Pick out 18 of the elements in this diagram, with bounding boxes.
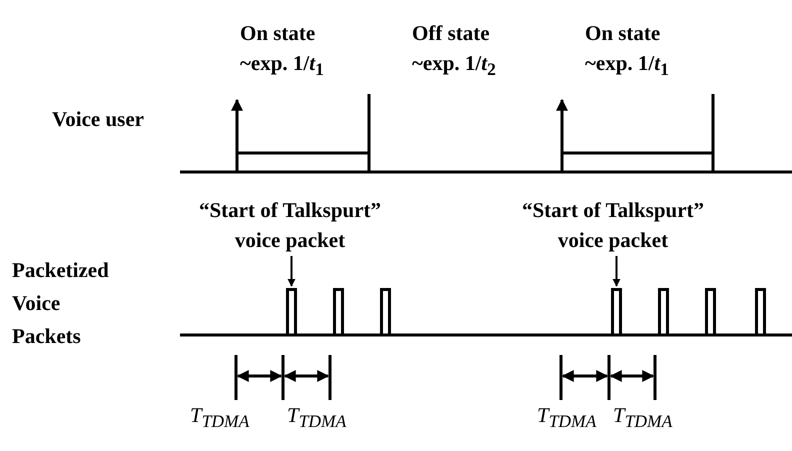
rate-label: ~exp. 1/t$_{1}$ bbox=[585, 50, 669, 82]
callout-text: “Start of Talkspurt” voice packet bbox=[185, 195, 395, 255]
row-label: Packetized Voice Packets bbox=[12, 257, 110, 350]
state-label: On state bbox=[240, 20, 316, 47]
leader-arrow bbox=[288, 256, 296, 287]
rate-label: ~exp. 1/t$_{2}$ bbox=[412, 50, 496, 82]
state-label: Off state bbox=[412, 20, 490, 47]
state-label: On state bbox=[585, 20, 660, 47]
period-label: T$_{TDMA}$ bbox=[613, 402, 672, 434]
packet-pulse bbox=[611, 288, 622, 335]
callout-text: “Start of Talkspurt” voice packet bbox=[508, 195, 718, 255]
period-label: T$_{TDMA}$ bbox=[537, 402, 596, 434]
period-label: T$_{TDMA}$ bbox=[190, 402, 250, 434]
packet-pulse bbox=[286, 288, 297, 335]
rate-label: ~exp. 1/t$_{1}$ bbox=[240, 50, 324, 82]
period-label: T$_{TDMA}$ bbox=[287, 402, 346, 434]
leader-arrow bbox=[612, 256, 620, 287]
row-label: Voice user bbox=[52, 106, 144, 133]
